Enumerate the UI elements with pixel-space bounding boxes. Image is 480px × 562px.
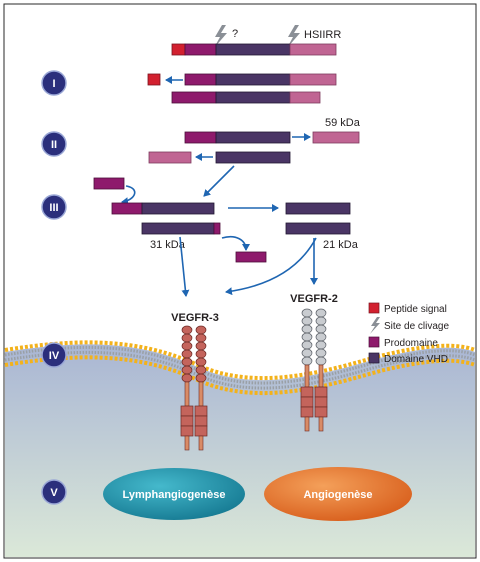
arrow-to-step-3 bbox=[203, 165, 235, 197]
step-5-label: V bbox=[50, 487, 58, 499]
step-5-circle bbox=[41, 479, 67, 505]
step-4-circle bbox=[41, 342, 67, 368]
lymphangiogenesis-label: Lymphangiogenèse bbox=[123, 489, 226, 501]
legend-label-vhd: Domaine VHD bbox=[384, 354, 448, 365]
step-2-products: 59 kDa bbox=[148, 117, 361, 197]
prodomain-c-segment bbox=[289, 43, 337, 56]
arrow-prodomain-release bbox=[221, 235, 250, 251]
step-2-circle bbox=[41, 131, 67, 157]
step-3-circle bbox=[41, 194, 67, 220]
step-1-products bbox=[147, 73, 337, 104]
step-1-label: I bbox=[52, 78, 55, 90]
mature-21kda-form-a bbox=[285, 202, 351, 215]
released-signal-peptide bbox=[147, 73, 161, 86]
released-c-prodomain bbox=[312, 131, 360, 144]
arrow-31kda-to-vegfr3 bbox=[179, 236, 190, 297]
vegfr2-receptor bbox=[300, 308, 328, 432]
released-n-prodomain bbox=[93, 177, 125, 190]
step-markers: I II III IV V bbox=[41, 70, 67, 505]
vhd-31kda-form bbox=[141, 222, 215, 235]
prodomaine-swatch bbox=[368, 336, 380, 348]
step-3-products: 31 kDa 21 kDa bbox=[93, 177, 359, 297]
arrow-n-release bbox=[121, 185, 136, 206]
vegfr3-receptor bbox=[180, 325, 208, 451]
lightning-icon-unknown bbox=[214, 25, 227, 48]
mature-21kda-form-b bbox=[285, 222, 351, 235]
legend: Peptide signal Site de clivage Prodomain… bbox=[368, 302, 449, 365]
released-prodomain-small bbox=[235, 251, 267, 263]
legend-label-cleavage: Site de clivage bbox=[384, 321, 449, 332]
peptide-signal-swatch bbox=[368, 302, 380, 314]
cell-membrane bbox=[4, 340, 476, 396]
step-4-label: IV bbox=[49, 350, 60, 362]
signal-peptide-segment bbox=[171, 43, 186, 56]
lightning-icon bbox=[370, 317, 380, 334]
precursor-protein bbox=[171, 43, 337, 56]
kda-31-label: 31 kDa bbox=[150, 239, 186, 251]
legend-label-peptide: Peptide signal bbox=[384, 304, 447, 315]
vegfr3-label: VEGFR-3 bbox=[171, 312, 219, 324]
legend-label-prodomaine: Prodomaine bbox=[384, 338, 438, 349]
step-3-label: III bbox=[49, 202, 58, 214]
lymphangiogenesis-ellipse bbox=[103, 468, 245, 520]
cleavage-hsiirr-label: HSIIRR bbox=[304, 29, 341, 41]
step-1-circle bbox=[41, 70, 67, 96]
arrow-21kda-to-vegfr3 bbox=[225, 237, 317, 296]
vegfr2-label: VEGFR-2 bbox=[290, 293, 338, 305]
vhd-segment bbox=[215, 43, 291, 56]
angiogenesis-label: Angiogenèse bbox=[303, 489, 372, 501]
released-c-prodomain-2 bbox=[148, 151, 192, 164]
angiogenesis-ellipse bbox=[264, 467, 412, 521]
domaine-vhd-swatch bbox=[368, 352, 380, 364]
cleavage-unknown-label: ? bbox=[232, 28, 238, 40]
kda-21-label: 21 kDa bbox=[323, 239, 359, 251]
kda-59-label: 59 kDa bbox=[325, 117, 361, 129]
prodomain-n-segment bbox=[184, 43, 217, 56]
step-2-label: II bbox=[51, 139, 57, 151]
lightning-icon-hsiirr bbox=[287, 25, 300, 48]
